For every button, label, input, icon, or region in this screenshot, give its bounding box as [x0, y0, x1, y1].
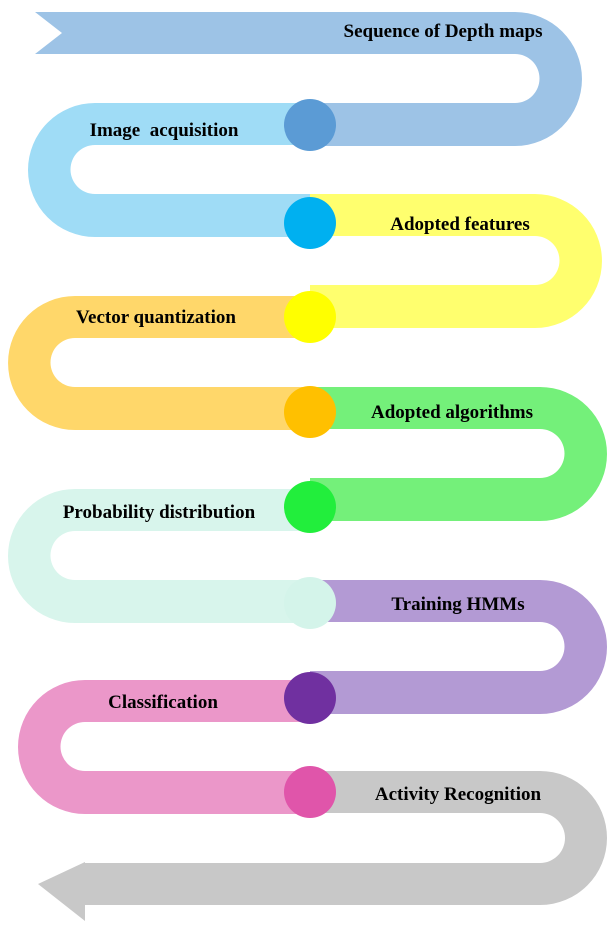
step-label-classification: Classification — [108, 692, 218, 713]
node-3 — [284, 291, 336, 343]
band-classification — [18, 680, 310, 814]
node-7 — [284, 672, 336, 724]
band-adopted-features — [310, 194, 602, 328]
node-4 — [284, 386, 336, 438]
node-5 — [284, 481, 336, 533]
step-label-activity-recognition: Activity Recognition — [375, 784, 542, 805]
node-1 — [284, 99, 336, 151]
band-training-hmms — [310, 580, 607, 714]
band-vector-quantization — [8, 296, 311, 430]
step-label-image-acquisition: Image acquisition — [90, 120, 239, 141]
step-label-training-hmms: Training HMMs — [391, 594, 524, 615]
step-label-adopted-features: Adopted features — [390, 214, 530, 235]
band-probability-distribution — [8, 489, 310, 623]
step-label-adopted-algorithms: Adopted algorithms — [371, 402, 533, 423]
step-label-probability-distribution: Probability distribution — [63, 502, 256, 523]
node-6 — [284, 577, 336, 629]
node-2 — [284, 197, 336, 249]
band-image-acquisition — [28, 103, 310, 237]
band-sequence-of-depth-maps — [35, 12, 582, 146]
band-activity-recognition — [38, 771, 607, 921]
node-8 — [284, 766, 336, 818]
step-label-sequence-of-depth-maps: Sequence of Depth maps — [344, 21, 543, 42]
step-label-vector-quantization: Vector quantization — [76, 307, 236, 328]
band-adopted-algorithms — [310, 387, 607, 521]
